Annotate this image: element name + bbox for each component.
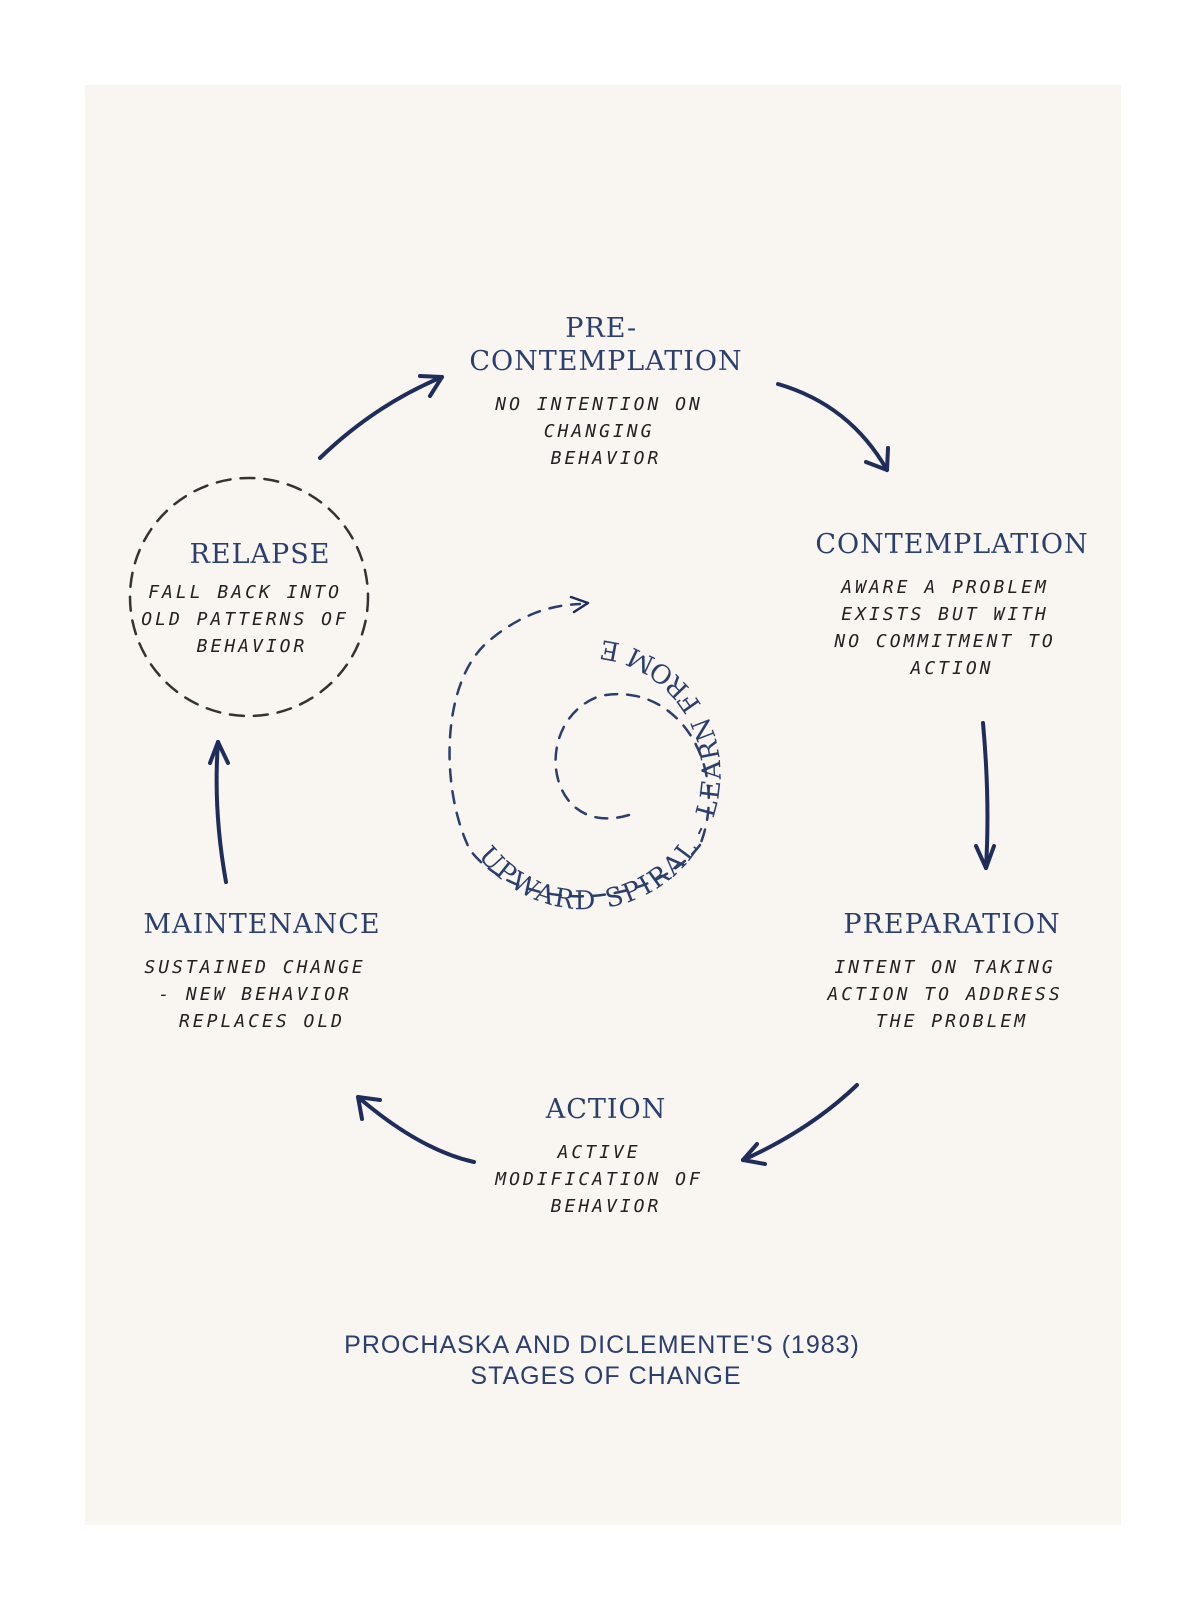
caption-line: PROCHASKA AND DICLEMENTE'S (1983) <box>344 1331 860 1359</box>
maintenance-description: SUSTAINED CHANGE - NEW BEHAVIOR REPLACES… <box>144 957 379 1032</box>
relapse-title-line: RELAPSE <box>190 539 331 570</box>
arrow-preparation-to-action <box>741 1083 859 1166</box>
contemplation-desc-line: NO COMMITMENT TO <box>833 631 1055 652</box>
stage-precontemplation: PRE- CONTEMPLATION NO INTENTION ON CHANG… <box>469 313 742 469</box>
action-desc-line: ACTIVE <box>557 1142 641 1163</box>
preparation-description: INTENT ON TAKING ACTION TO ADDRESS THE P… <box>826 957 1076 1032</box>
preparation-desc-line: THE PROBLEM <box>876 1011 1028 1032</box>
maintenance-desc-line: - NEW BEHAVIOR <box>158 984 352 1005</box>
maintenance-desc-line: REPLACES OLD <box>179 1011 345 1032</box>
stage-preparation: PREPARATION INTENT ON TAKING ACTION TO A… <box>826 909 1076 1032</box>
relapse-desc-line: FALL BACK INTO <box>148 582 342 603</box>
contemplation-title: CONTEMPLATION <box>815 529 1088 560</box>
spiral-arrowhead <box>569 595 590 614</box>
spiral-inner-curve <box>554 693 710 847</box>
contemplation-title-line: CONTEMPLATION <box>815 529 1088 560</box>
preparation-desc-line: INTENT ON TAKING <box>834 957 1055 978</box>
maintenance-title: MAINTENANCE <box>143 909 380 940</box>
caption-line: STAGES OF CHANGE <box>470 1362 741 1390</box>
poster-background <box>85 85 1121 1525</box>
relapse-dashed-circle <box>128 476 370 718</box>
diagram-caption: PROCHASKA AND DICLEMENTE'S (1983) STAGES… <box>344 1331 868 1390</box>
precontemplation-description: NO INTENTION ON CHANGING BEHAVIOR <box>494 394 716 469</box>
relapse-title: RELAPSE <box>190 539 331 570</box>
maintenance-desc-line: SUSTAINED CHANGE <box>144 957 365 978</box>
preparation-desc-line: ACTION TO ADDRESS <box>826 984 1062 1005</box>
arrow-maintenance-to-relapse <box>208 740 230 884</box>
arrow-precontemplation-to-contemplation <box>776 382 890 472</box>
precontemplation-desc-line: CHANGING <box>544 421 655 442</box>
relapse-description: FALL BACK INTO OLD PATTERNS OF BEHAVIOR <box>141 582 362 657</box>
contemplation-desc-line: EXISTS BUT WITH <box>841 604 1049 625</box>
action-description: ACTIVE MODIFICATION OF BEHAVIOR <box>494 1142 716 1217</box>
maintenance-title-line: MAINTENANCE <box>143 909 380 940</box>
contemplation-desc-line: ACTION <box>909 658 993 679</box>
arrow-relapse-to-precontemplation <box>318 374 444 460</box>
stage-action: ACTION ACTIVE MODIFICATION OF BEHAVIOR <box>494 1094 716 1217</box>
relapse-desc-line: BEHAVIOR <box>197 636 308 657</box>
precontemplation-title-line: PRE- <box>565 313 637 344</box>
precontemplation-desc-line: BEHAVIOR <box>551 448 662 469</box>
arrow-action-to-maintenance <box>356 1095 476 1164</box>
contemplation-desc-line: AWARE A PROBLEM <box>840 577 1049 598</box>
cycle-arrows <box>208 374 996 1166</box>
precontemplation-title-line: CONTEMPLATION <box>469 346 742 377</box>
relapse-desc-line: OLD PATTERNS OF <box>141 609 349 630</box>
preparation-title: PREPARATION <box>843 909 1060 940</box>
preparation-title-line: PREPARATION <box>843 909 1060 940</box>
arrow-contemplation-to-preparation <box>974 721 996 870</box>
contemplation-description: AWARE A PROBLEM EXISTS BUT WITH NO COMMI… <box>833 577 1069 679</box>
action-desc-line: BEHAVIOR <box>551 1196 662 1217</box>
stage-relapse: RELAPSE FALL BACK INTO OLD PATTERNS OF B… <box>141 539 362 657</box>
precontemplation-desc-line: NO INTENTION ON <box>494 394 703 415</box>
action-title: ACTION <box>545 1094 667 1125</box>
spiral-outer-curve <box>448 602 702 898</box>
action-desc-line: MODIFICATION OF <box>494 1169 703 1190</box>
precontemplation-title: PRE- CONTEMPLATION <box>469 313 742 377</box>
stage-maintenance: MAINTENANCE SUSTAINED CHANGE - NEW BEHAV… <box>143 909 380 1032</box>
action-title-line: ACTION <box>545 1094 667 1125</box>
stage-contemplation: CONTEMPLATION AWARE A PROBLEM EXISTS BUT… <box>815 529 1088 679</box>
